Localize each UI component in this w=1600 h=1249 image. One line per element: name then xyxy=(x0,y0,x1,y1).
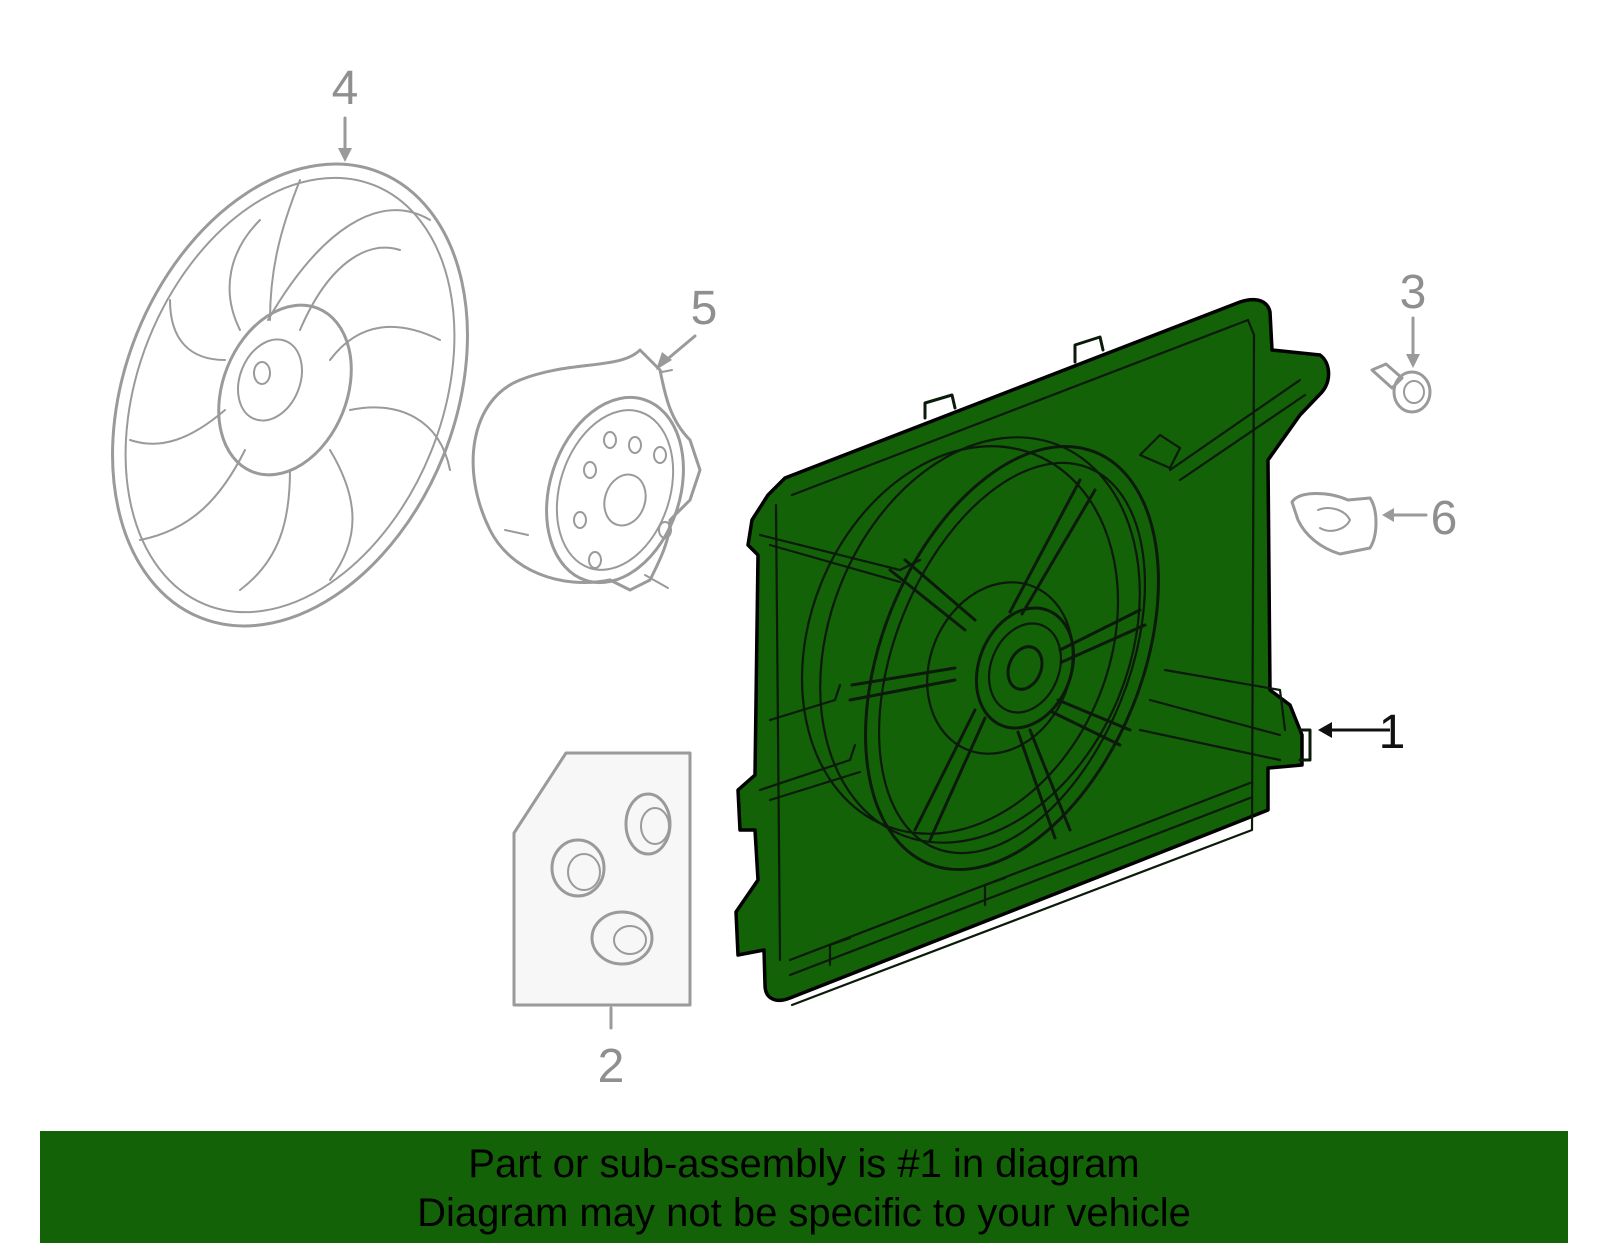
arrow-4-icon xyxy=(338,148,352,162)
arrow-1-icon xyxy=(1318,722,1332,738)
callout-1: 1 xyxy=(1379,706,1406,759)
part-6-clip[interactable] xyxy=(1290,492,1378,556)
arrow-6-icon xyxy=(1382,508,1394,522)
part-2-hardware-kit[interactable] xyxy=(512,751,692,1007)
part-3-bolt[interactable] xyxy=(1370,362,1432,414)
callout-2: 2 xyxy=(598,1040,625,1093)
callout-3: 3 xyxy=(1400,266,1427,319)
arrow-3-icon xyxy=(1406,354,1420,368)
leader-5 xyxy=(662,334,697,364)
part-5-fan-motor[interactable] xyxy=(471,348,706,600)
callout-5: 5 xyxy=(691,282,718,335)
part-1-fan-shroud[interactable] xyxy=(734,297,1331,1007)
banner-line-2: Diagram may not be specific to your vehi… xyxy=(417,1191,1191,1235)
arrow-5-icon xyxy=(656,352,672,370)
part-4-fan-blade[interactable] xyxy=(47,111,533,680)
banner-line-1: Part or sub-assembly is #1 in diagram xyxy=(468,1142,1140,1186)
info-banner: Part or sub-assembly is #1 in diagram Di… xyxy=(40,1131,1568,1243)
callout-6: 6 xyxy=(1431,492,1458,545)
callout-4: 4 xyxy=(332,62,359,115)
